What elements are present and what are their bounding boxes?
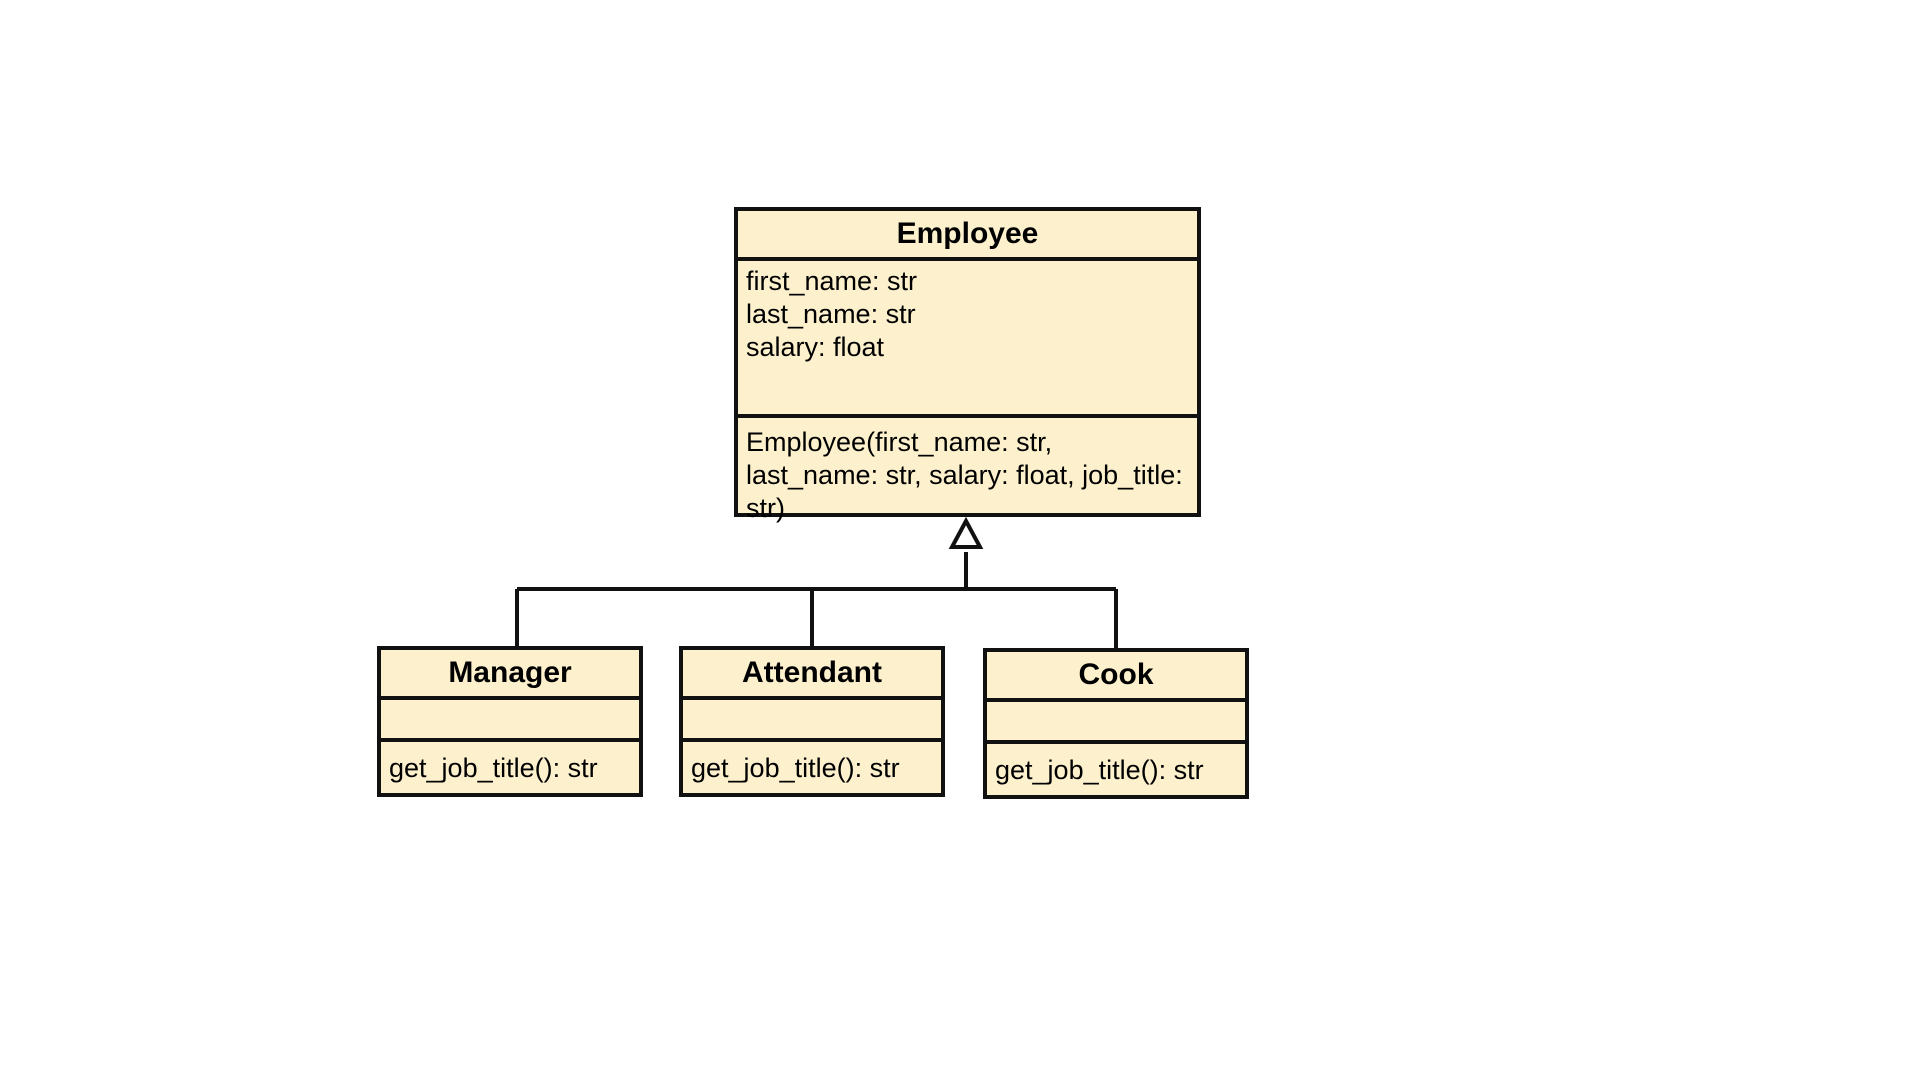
class-attendant[interactable]: Attendant get_job_title(): str: [679, 646, 945, 797]
class-name: Attendant: [683, 650, 941, 700]
attributes-compartment: [381, 700, 639, 742]
operations-compartment: get_job_title(): str: [683, 742, 941, 793]
operation: get_job_title(): str: [995, 755, 1204, 785]
operations-compartment: get_job_title(): str: [987, 744, 1245, 795]
operation: Employee(first_name: str, last_name: str…: [746, 427, 1183, 523]
attributes-compartment: [987, 702, 1245, 744]
operations-compartment: get_job_title(): str: [381, 742, 639, 793]
class-manager[interactable]: Manager get_job_title(): str: [377, 646, 643, 797]
operation: get_job_title(): str: [691, 753, 900, 783]
attribute: last_name: str: [746, 299, 916, 329]
class-employee[interactable]: Employee first_name: str last_name: str …: [734, 207, 1201, 523]
generalization-arrowhead: [948, 516, 984, 549]
class-cook[interactable]: Cook get_job_title(): str: [983, 648, 1249, 799]
operations-compartment: Employee(first_name: str, last_name: str…: [738, 418, 1197, 533]
class-name: Cook: [987, 652, 1245, 702]
class-name: Manager: [381, 650, 639, 700]
attribute: first_name: str: [746, 266, 918, 296]
class-name: Employee: [738, 211, 1197, 261]
operation: get_job_title(): str: [389, 753, 598, 783]
attribute: salary: float: [746, 332, 885, 362]
attributes-compartment: first_name: str last_name: str salary: f…: [738, 261, 1197, 418]
attributes-compartment: [683, 700, 941, 742]
